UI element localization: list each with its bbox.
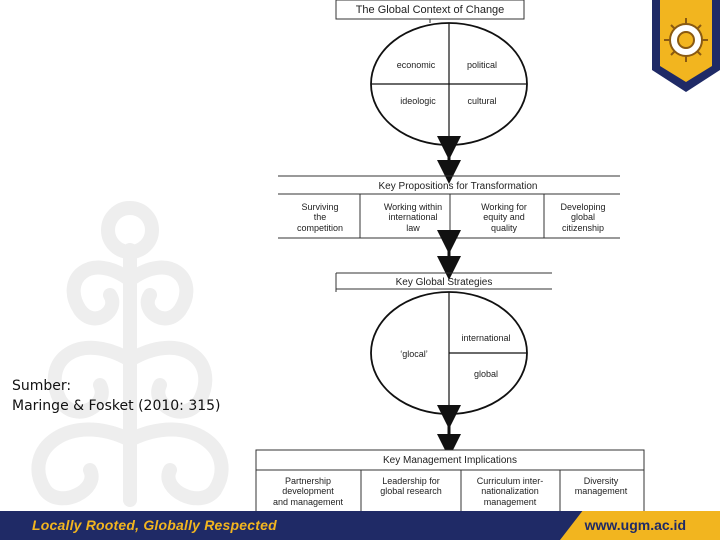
tree-watermark <box>31 201 229 507</box>
globalization-framework-diagram: The Global Context of Change economic po… <box>248 0 648 520</box>
source-label: Sumber: <box>12 378 72 394</box>
source-reference: Maringe & Fosket (2010: 315) <box>12 398 221 414</box>
svg-text:management: management <box>575 486 628 496</box>
footer-website-link[interactable]: www.ugm.ac.id <box>584 517 686 533</box>
source-citation: Sumber: Maringe & Fosket (2010: 315) <box>12 376 221 416</box>
proposition-3: Working for equity and quality <box>481 202 527 233</box>
svg-text:global: global <box>571 212 595 222</box>
svg-text:quality: quality <box>491 223 518 233</box>
svg-text:law: law <box>406 223 420 233</box>
footer-tagline: Locally Rooted, Globally Respected <box>32 517 277 533</box>
management-title: Key Management Implications <box>383 455 517 466</box>
implication-4: Diversity management <box>575 476 628 496</box>
strategies-title: Key Global Strategies <box>396 277 493 288</box>
svg-text:management: management <box>484 497 537 507</box>
svg-text:and management: and management <box>273 497 344 507</box>
quadrant-political: political <box>467 60 497 70</box>
strategy-international: international <box>461 333 510 343</box>
svg-text:competition: competition <box>297 223 343 233</box>
svg-text:Diversity: Diversity <box>584 476 619 486</box>
svg-text:Leadership for: Leadership for <box>382 476 440 486</box>
implication-2: Leadership for global research <box>380 476 442 496</box>
implication-1: Partnership development and management <box>273 476 344 507</box>
implication-3: Curriculum inter- nationalization manage… <box>477 476 544 507</box>
strategy-glocal: ‘glocal’ <box>400 349 428 359</box>
svg-text:citizenship: citizenship <box>562 223 604 233</box>
svg-text:development: development <box>282 486 334 496</box>
svg-text:nationalization: nationalization <box>481 486 539 496</box>
svg-text:Partnership: Partnership <box>285 476 331 486</box>
svg-text:Working within: Working within <box>384 202 442 212</box>
svg-text:Developing: Developing <box>560 202 605 212</box>
management-box <box>255 449 645 513</box>
svg-text:Curriculum inter-: Curriculum inter- <box>477 476 544 486</box>
quadrant-ideologic: ideologic <box>400 96 436 106</box>
context-title: The Global Context of Change <box>356 4 505 16</box>
footer-url-panel <box>560 511 720 540</box>
propositions-title: Key Propositions for Transformation <box>379 181 538 192</box>
quadrant-cultural: cultural <box>467 96 496 106</box>
svg-text:international: international <box>388 212 437 222</box>
university-logo <box>652 0 720 92</box>
svg-text:global research: global research <box>380 486 442 496</box>
svg-text:Working for: Working for <box>481 202 527 212</box>
strategy-global: global <box>474 369 498 379</box>
svg-text:equity and: equity and <box>483 212 525 222</box>
svg-text:Surviving: Surviving <box>301 202 338 212</box>
footer-bar: Locally Rooted, Globally Respected www.u… <box>0 511 720 540</box>
proposition-1: Surviving the competition <box>297 202 343 233</box>
proposition-2: Working within international law <box>384 202 442 233</box>
proposition-4: Developing global citizenship <box>560 202 605 233</box>
svg-text:the: the <box>314 212 327 222</box>
quadrant-economic: economic <box>397 60 436 70</box>
